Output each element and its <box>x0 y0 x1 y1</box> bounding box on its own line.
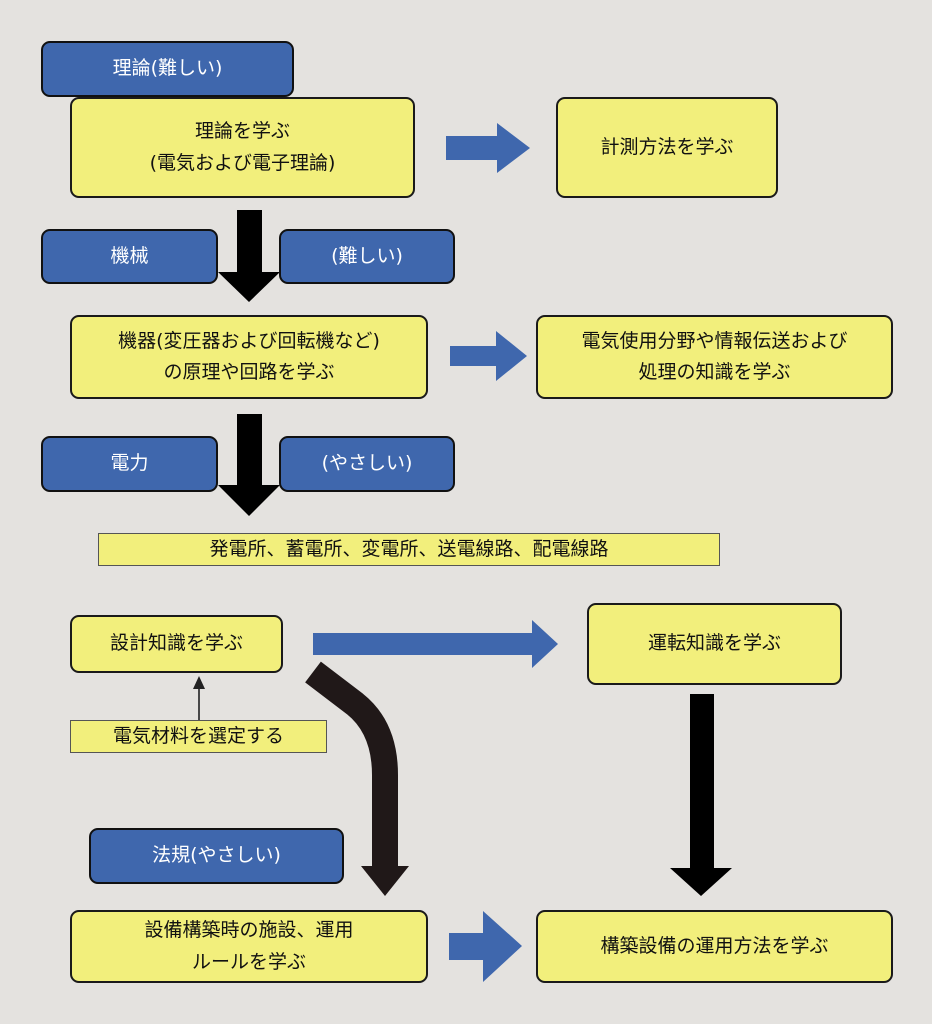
step-learn-operation: 運転知識を学ぶ <box>587 603 842 685</box>
arrow-design-to-rules-head <box>361 866 409 896</box>
label-power-text: 電力 <box>110 452 149 475</box>
step-learn-facility-operation-text: 構築設備の運用方法を学ぶ <box>600 934 829 957</box>
label-law-text: 法規(やさしい) <box>152 844 281 867</box>
label-machine-text: 機械 <box>110 244 149 267</box>
step-select-materials: 電気材料を選定する <box>70 720 327 753</box>
step-learn-design: 設計知識を学ぶ <box>70 615 283 673</box>
step-learn-machines-line1: 機器(変圧器および回転機など) <box>118 329 380 352</box>
arrow-operation-to-facility-operation <box>670 694 732 896</box>
arrow-materials-to-design-head <box>193 676 205 689</box>
arrow-machines-to-info <box>450 331 527 381</box>
step-learn-info-line1: 電気使用分野や情報伝送および <box>581 329 848 352</box>
step-learn-measurement-text: 計測方法を学ぶ <box>600 135 734 158</box>
step-power-facilities: 発電所、蓄電所、変電所、送電線路、配電線路 <box>98 533 720 566</box>
label-law: 法規(やさしい) <box>89 828 344 884</box>
label-power-difficulty-text: (やさしい) <box>321 452 413 475</box>
step-learn-facility-operation: 構築設備の運用方法を学ぶ <box>536 910 893 983</box>
step-learn-info-line2: 処理の知識を学ぶ <box>638 361 791 383</box>
step-learn-theory: 理論を学ぶ (電気および電子理論) <box>70 97 415 198</box>
label-power-difficulty: (やさしい) <box>279 436 455 492</box>
step-learn-design-text: 設計知識を学ぶ <box>109 632 243 655</box>
step-select-materials-text: 電気材料を選定する <box>112 724 284 747</box>
label-theory: 理論(難しい) <box>41 41 294 97</box>
arrow-rules-to-facility-operation <box>449 911 522 982</box>
arrow-theory-to-measurement <box>446 123 530 173</box>
arrow-theory-to-machines <box>218 210 280 302</box>
label-machine-difficulty-text: (難しい) <box>331 244 403 267</box>
step-learn-machines-line2: の原理や回路を学ぶ <box>163 361 335 383</box>
step-learn-theory-line2: (電気および電子理論) <box>149 151 336 174</box>
label-machine: 機械 <box>41 229 218 284</box>
step-learn-rules-line1: 設備構築時の施設、運用 <box>144 919 354 942</box>
arrow-design-to-rules <box>305 661 398 868</box>
label-machine-difficulty: (難しい) <box>279 229 455 284</box>
step-learn-machines: 機器(変圧器および回転機など) の原理や回路を学ぶ <box>70 315 428 399</box>
step-learn-info: 電気使用分野や情報伝送および 処理の知識を学ぶ <box>536 315 893 399</box>
arrow-machines-to-power <box>218 414 280 516</box>
arrow-design-to-operation <box>313 620 558 668</box>
step-learn-rules-line2: ルールを学ぶ <box>191 950 306 973</box>
step-learn-theory-line1: 理論を学ぶ <box>194 120 290 143</box>
step-learn-operation-text: 運転知識を学ぶ <box>647 632 781 655</box>
label-power: 電力 <box>41 436 218 492</box>
label-theory-text: 理論(難しい) <box>112 57 223 80</box>
step-power-facilities-text: 発電所、蓄電所、変電所、送電線路、配電線路 <box>209 537 609 560</box>
step-learn-measurement: 計測方法を学ぶ <box>556 97 778 198</box>
step-learn-rules: 設備構築時の施設、運用 ルールを学ぶ <box>70 910 428 983</box>
